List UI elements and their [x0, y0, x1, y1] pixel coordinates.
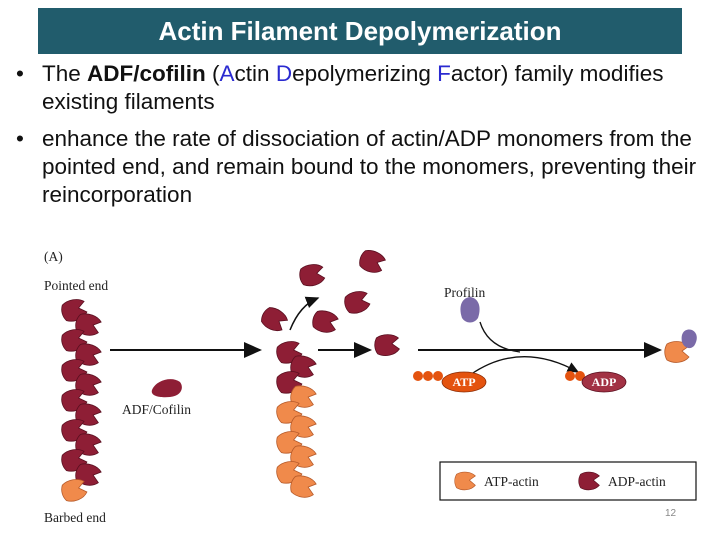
actin-filament-middle — [274, 338, 318, 501]
slide-title-text: Actin Filament Depolymerization — [158, 15, 562, 46]
bullet-1-d-rest: epolymerizing — [292, 61, 438, 86]
adp-badge: ADP — [565, 371, 627, 393]
bullet-1-bold: ADF/cofilin — [87, 61, 206, 86]
legend-atp-actin: ATP-actin — [484, 474, 539, 489]
atp-badge-text: ATP — [452, 375, 475, 389]
bullet-dot-icon: • — [16, 61, 24, 86]
pointed-end-label: Pointed end — [44, 278, 108, 293]
arrow-atp-exchange — [469, 356, 580, 376]
page-number: 12 — [665, 508, 677, 519]
bullet-item-2: • enhance the rate of dissociation of ac… — [14, 125, 714, 209]
bullet-1-a-letter: A — [219, 61, 235, 86]
bullet-1-open: ( — [205, 61, 220, 86]
bullet-dot-icon: • — [16, 126, 24, 151]
legend: ATP-actin ADP-actin — [439, 461, 697, 501]
bullet-list: • The ADF/cofilin (Actin Depolymerizing … — [14, 60, 714, 218]
bullet-2-text: enhance the rate of dissociation of acti… — [42, 126, 697, 207]
bullet-1-pre: The — [42, 61, 88, 86]
actin-monomer — [59, 476, 89, 504]
bullet-1-f-letter: F — [437, 61, 451, 86]
bullet-1-a-rest: ctin — [234, 61, 276, 86]
arrow-profilin-join — [479, 321, 521, 353]
slide-title: Actin Filament Depolymerization — [38, 8, 682, 54]
legend-adp-actin: ADP-actin — [608, 474, 666, 489]
bullet-item-1: • The ADF/cofilin (Actin Depolymerizing … — [14, 60, 714, 116]
adp-badge-text: ADP — [592, 375, 617, 389]
bullet-1-d-letter: D — [275, 61, 293, 86]
arrow-dissociation — [289, 296, 320, 331]
profilin-icon — [460, 297, 480, 323]
panel-label: (A) — [44, 249, 63, 264]
atp-actin-profilin-complex — [664, 329, 697, 363]
adf-cofilin-label: ADF/Cofilin — [122, 402, 191, 417]
bullet-1-f-rest: actor — [450, 61, 501, 86]
released-monomers — [257, 247, 401, 357]
bullet-1-post: ) family modifies existing filaments — [42, 61, 664, 114]
atp-badge: ATP — [413, 371, 487, 393]
actin-filament-left — [59, 296, 103, 504]
profilin-label: Profilin — [444, 285, 486, 300]
barbed-end-label: Barbed end — [44, 510, 106, 525]
adf-cofilin-icon — [151, 379, 182, 398]
